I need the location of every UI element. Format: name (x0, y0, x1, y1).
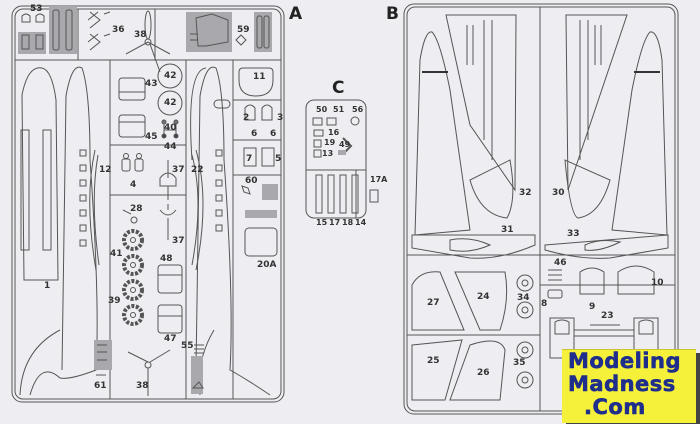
modeling-madness-logo: Modeling Madness .Com (562, 349, 696, 423)
part-label-36: 36 (112, 25, 125, 35)
seat-parts-43-45 (118, 77, 146, 138)
part-label-30: 30 (552, 188, 565, 198)
part-36-struts (87, 11, 111, 51)
part-label-61: 61 (94, 381, 107, 391)
part-label-6b: 6 (270, 129, 277, 139)
part-59-tail-shade (186, 12, 272, 52)
landing-gear-37 (159, 160, 177, 240)
part-label-31: 31 (501, 225, 514, 235)
small-parts-46-8-9-10 (547, 265, 655, 299)
sprue-letter-c: C (332, 78, 345, 98)
part-label-46: 46 (554, 258, 567, 268)
part-label-40: 40 (164, 123, 177, 133)
part-38-propeller-top (125, 10, 171, 73)
part-label-43: 43 (145, 79, 158, 89)
part-label-32: 32 (519, 188, 532, 198)
logo-line-3: .Com (584, 395, 646, 419)
sprue-c-frame (305, 99, 379, 219)
part-label-37a: 37 (172, 165, 185, 175)
part-40-44 (161, 119, 179, 139)
part-label-59: 59 (237, 25, 250, 35)
radial-engines-41-39 (122, 229, 144, 326)
nacelle-left (89, 149, 100, 271)
part-53-canopies (18, 6, 77, 54)
part-28 (122, 209, 138, 224)
part-label-47: 47 (164, 334, 177, 344)
part-label-8: 8 (541, 299, 548, 309)
seat-parts-48-47 (157, 264, 183, 334)
part-label-38-bottom: 38 (136, 381, 149, 391)
fuselage-left (19, 66, 98, 396)
part-label-39: 39 (108, 296, 121, 306)
part-label-14: 14 (355, 218, 367, 227)
part-label-42a: 42 (164, 71, 177, 81)
part-label-27: 27 (427, 298, 440, 308)
part-label-6a: 6 (251, 129, 258, 139)
part-label-10: 10 (651, 278, 664, 288)
part-label-7: 7 (246, 154, 253, 164)
part-38-propeller-bottom (127, 349, 171, 396)
part-label-41: 41 (110, 249, 123, 259)
control-surfaces (411, 271, 508, 401)
part-label-2: 2 (243, 113, 250, 123)
part-label-55: 55 (181, 341, 194, 351)
part-label-5: 5 (275, 154, 282, 164)
part-label-44: 44 (164, 142, 177, 152)
logo-line-2: Madness (568, 372, 676, 396)
part-label-3: 3 (277, 113, 284, 123)
part-label-26: 26 (477, 368, 490, 378)
part-label-34: 34 (517, 293, 530, 303)
part-61-shade (94, 340, 112, 376)
part-label-24: 24 (477, 292, 490, 302)
part-label-56: 56 (352, 105, 364, 114)
part-label-13: 13 (322, 149, 334, 158)
part-label-11: 11 (253, 72, 266, 82)
part-label-19: 19 (324, 138, 336, 147)
part-label-22: 22 (191, 165, 204, 175)
right-column-parts (238, 67, 278, 257)
part-label-53: 53 (30, 4, 43, 14)
fuselage-right (190, 66, 271, 396)
part-label-37b: 37 (172, 236, 185, 246)
part-label-35: 35 (513, 358, 526, 368)
sprue-letter-a: A (289, 4, 303, 24)
fuselage-windows (79, 149, 223, 247)
engine-cowlings-42 (157, 63, 183, 116)
part-label-33: 33 (567, 229, 580, 239)
part-label-50: 50 (316, 105, 328, 114)
part-label-45: 45 (145, 132, 158, 142)
part-label-12: 12 (99, 165, 112, 175)
part-label-17: 17 (329, 218, 341, 227)
part-label-60: 60 (245, 176, 258, 186)
nacelle-right (191, 149, 204, 271)
part-label-38-top: 38 (134, 30, 147, 40)
part-label-1: 1 (44, 281, 51, 291)
part-label-48: 48 (160, 254, 173, 264)
sprue-letter-b: B (386, 4, 399, 24)
part-label-17a: 17A (370, 175, 388, 184)
part-label-15: 15 (316, 218, 328, 227)
wing-right-upper (544, 14, 669, 259)
part-label-4: 4 (130, 180, 137, 190)
part-label-28: 28 (130, 204, 143, 214)
wheels-34-35 (516, 274, 534, 389)
part-label-25: 25 (427, 356, 440, 366)
part-55-shade (191, 344, 204, 394)
part-label-16: 16 (328, 128, 340, 137)
part-label-9: 9 (589, 302, 596, 312)
logo-line-1: Modeling (568, 349, 681, 373)
part-label-42b: 42 (164, 98, 177, 108)
part-label-23: 23 (601, 311, 614, 321)
pilot-figures-4 (121, 153, 144, 172)
part-label-49: 49 (339, 140, 351, 149)
part-label-51: 51 (333, 105, 345, 114)
wing-left-upper (411, 14, 536, 259)
part-label-18: 18 (342, 218, 354, 227)
sprue-a-frame (11, 5, 285, 403)
part-label-20a: 20A (257, 260, 277, 270)
